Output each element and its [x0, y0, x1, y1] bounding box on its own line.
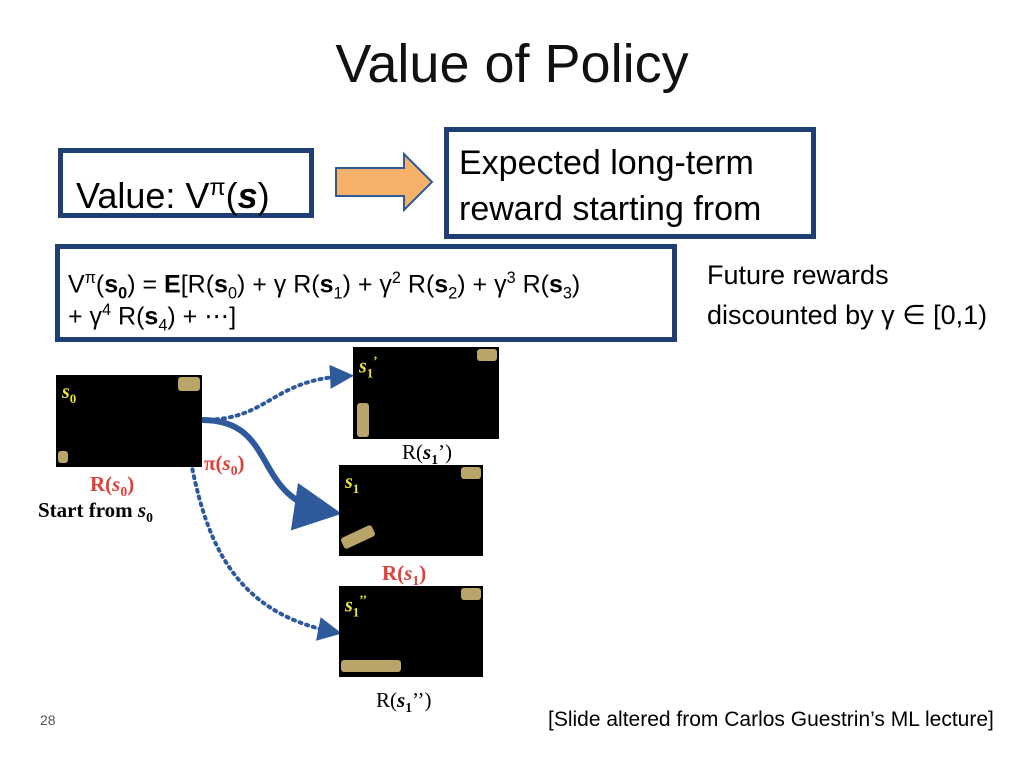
reward-s1-label: R(s1) — [382, 561, 427, 589]
reward-s1-prime-label: R(s1’) — [402, 440, 453, 468]
page-number: 28 — [40, 712, 56, 728]
reward-s1-double-prime-label: R(s1’’) — [376, 688, 432, 716]
future-rewards-note: Future rewards discounted by γ ∈ [0,1) — [707, 260, 988, 330]
slide-title: Value of Policy — [335, 34, 689, 94]
right-arrow-icon — [335, 151, 434, 213]
reward-s0-label: R(s0) — [90, 472, 135, 500]
start-from-label: Start from s0 — [38, 498, 153, 526]
formula-line-1: Vπ(s0) = E[R(s0) + γ R(s1) + γ2 R(s2) + … — [68, 269, 581, 303]
formula-line-2: + γ4 R(s4) + ⋯] — [68, 301, 237, 335]
solid-arrow-to-s1 — [201, 417, 342, 531]
dotted-arrow-to-s1-prime — [200, 364, 354, 422]
value-text: Value: Vπ(s) — [76, 174, 270, 216]
state-s1-image: s1 — [339, 465, 483, 556]
state-s1-prime-image: s1’ — [353, 347, 499, 439]
expected-line-1: Expected long-term — [459, 144, 754, 182]
state-s0-image: s0 — [56, 375, 202, 467]
value-formula-box: Vπ(s0) = E[R(s0) + γ R(s1) + γ2 R(s2) + … — [55, 244, 677, 342]
slide-credit: [Slide altered from Carlos Guestrin’s ML… — [548, 708, 994, 731]
state-s1-double-prime-image: s1’’ — [339, 586, 483, 677]
expected-reward-box: Expected long-term reward starting from — [444, 127, 816, 239]
value-box: Value: Vπ(s) — [58, 148, 314, 218]
expected-line-2: reward starting from — [459, 190, 762, 228]
policy-action-label: π(s0) — [204, 451, 245, 479]
